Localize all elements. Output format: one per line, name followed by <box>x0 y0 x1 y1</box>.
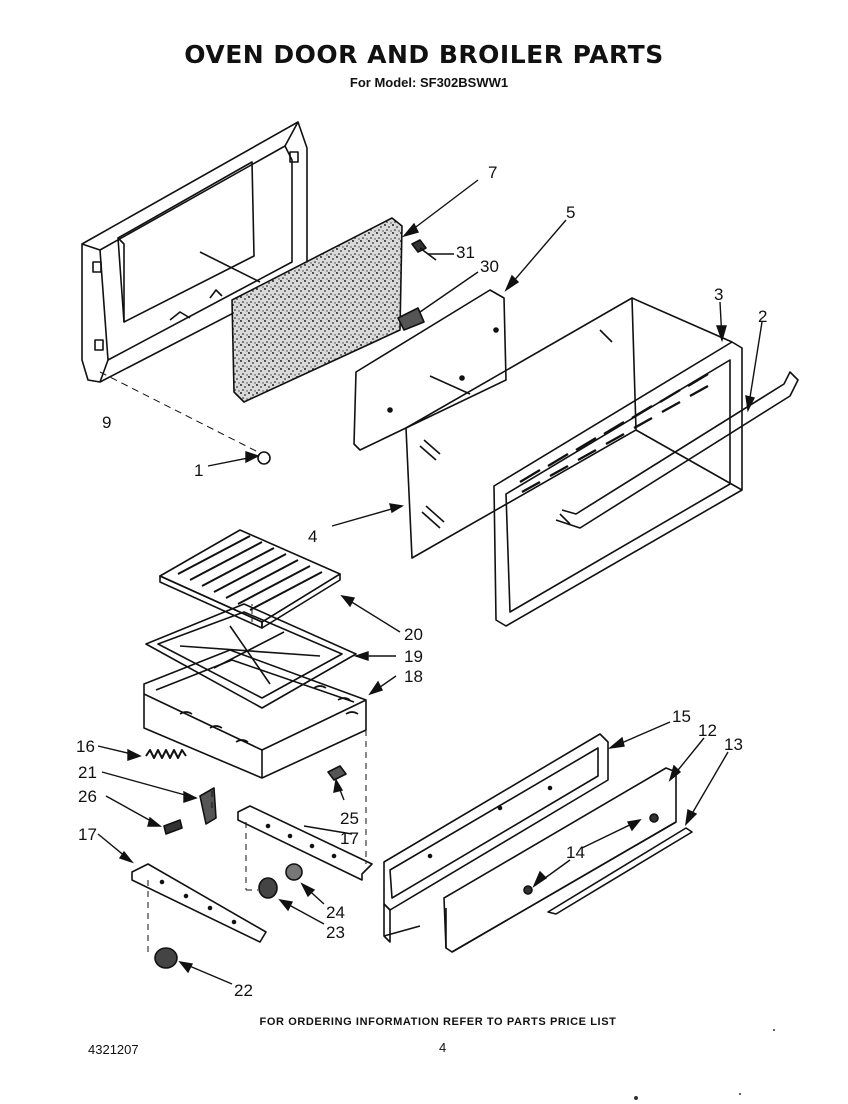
callout-2: 2 <box>758 307 767 326</box>
bumper-part <box>99 371 271 465</box>
model-subtitle: For Model: SF302BSWW1 <box>349 75 509 90</box>
page-number: 4 <box>439 1040 447 1055</box>
door-glass-part <box>405 297 637 559</box>
drawer-panel-part <box>383 733 609 943</box>
broiler-pan-part <box>145 603 357 709</box>
callout-17-left: 17 <box>78 825 97 844</box>
callout-4: 4 <box>308 527 317 546</box>
broiler-grid-part <box>159 529 341 629</box>
callout-1: 1 <box>194 461 203 480</box>
rail-roller-part <box>154 947 178 969</box>
drawer-clip-part <box>327 765 347 781</box>
roller-bushing-part <box>285 863 303 881</box>
glass-liner-part <box>353 289 507 451</box>
callout-labels: 7 5 31 30 3 2 9 1 4 20 19 18 16 21 26 25… <box>76 163 767 1000</box>
callout-21: 21 <box>78 763 97 782</box>
callout-23: 23 <box>326 923 345 942</box>
callout-31: 31 <box>456 243 475 262</box>
outer-door-part <box>493 297 743 627</box>
door-insulation-part <box>231 217 403 403</box>
callout-9: 9 <box>102 413 111 432</box>
callout-15: 15 <box>672 707 691 726</box>
callout-7: 7 <box>488 163 497 182</box>
callout-3: 3 <box>714 285 723 304</box>
callout-13: 13 <box>724 735 743 754</box>
broiler-drawer-part <box>143 649 367 779</box>
page-title: OVEN DOOR AND BROILER PARTS <box>184 40 664 69</box>
callout-22: 22 <box>234 981 253 1000</box>
latch-part <box>199 787 217 825</box>
drawer-front-part <box>443 767 693 953</box>
latch-screw-part <box>163 819 183 835</box>
callout-18: 18 <box>404 667 423 686</box>
clip-part <box>397 307 425 331</box>
door-handle-part <box>555 371 799 529</box>
callout-20: 20 <box>404 625 423 644</box>
callout-19: 19 <box>404 647 423 666</box>
drawer-roller-part <box>258 877 278 899</box>
ordering-note: FOR ORDERING INFORMATION REFER TO PARTS … <box>259 1016 617 1028</box>
inner-door-frame-part <box>81 121 308 383</box>
spring-part <box>145 749 187 759</box>
document-number: 4321207 <box>88 1042 139 1057</box>
callout-26: 26 <box>78 787 97 806</box>
callout-14: 14 <box>566 843 585 862</box>
drawer-rail-left-part <box>131 863 267 943</box>
callout-12: 12 <box>698 721 717 740</box>
drawer-rail-right-part <box>237 805 373 881</box>
callout-16: 16 <box>76 737 95 756</box>
callout-25: 25 <box>340 809 359 828</box>
callout-5: 5 <box>566 203 575 222</box>
screw-part <box>411 239 437 261</box>
callout-24: 24 <box>326 903 345 922</box>
callout-17-right: 17 <box>340 829 359 848</box>
callout-30: 30 <box>480 257 499 276</box>
